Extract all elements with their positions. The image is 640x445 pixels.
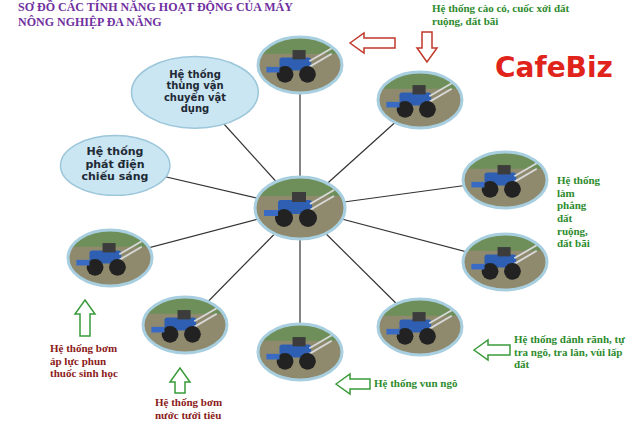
block-arrow: [474, 340, 510, 360]
machine-photo: [258, 324, 342, 380]
watermark: CafeBiz: [495, 52, 635, 84]
photo-ellipse: [143, 297, 227, 353]
photo-ellipse: [68, 230, 152, 286]
feature-label: Hệ thống bơm áp lực phun thuốc sinh học: [50, 342, 126, 380]
photo-ellipse: [258, 324, 342, 380]
machine-photo: [463, 234, 547, 290]
photo-ellipse: [378, 299, 462, 355]
block-arrow: [336, 374, 370, 394]
block-arrow: [417, 32, 437, 62]
block-arrow: [75, 300, 95, 336]
machine-photo: [378, 299, 462, 355]
machine-photo: [255, 178, 345, 238]
node-label: Hệ thống phát điện chiếu sáng: [79, 146, 151, 184]
pointer-arrows: [75, 32, 510, 394]
photo-ellipse: [258, 37, 342, 93]
ellipse-node: Hệ thống thùng vận chuyển vật dụng: [130, 55, 260, 130]
machine-photo: [258, 37, 342, 93]
machine-photo: [68, 230, 152, 286]
machine-photo: [378, 72, 462, 128]
photo-ellipse: [463, 152, 547, 208]
feature-label: Hệ thống vun ngô: [374, 377, 494, 390]
ellipse-node: Hệ thống phát điện chiếu sáng: [59, 134, 171, 197]
machine-photo: [143, 297, 227, 353]
node-label: Hệ thống thùng vận chuyển vật dụng: [153, 69, 237, 115]
photo-ellipse: [463, 234, 547, 290]
feature-label: Hệ thống làm phẳng đất ruộng, đất bãi: [557, 174, 601, 250]
photo-ellipse: [255, 177, 345, 239]
ellipse-shape: [132, 56, 259, 128]
feature-label: Hệ thống cào cỏ, cuốc xới đất ruộng, đất…: [432, 2, 582, 27]
ellipse-shape: [60, 135, 169, 195]
photo-ellipse: [378, 72, 462, 128]
photo-ellipses: [68, 37, 547, 380]
machine-photo: [463, 152, 547, 208]
feature-label: Hệ thống đánh rãnh, tự tra ngô, tra lân,…: [514, 333, 634, 371]
block-arrow: [350, 33, 395, 53]
diagram-title: SƠ ĐỒ CÁC TÍNH NĂNG HOẠT ĐỘNG CỦA MÁY NÔ…: [18, 0, 318, 30]
block-arrow: [170, 368, 190, 393]
feature-label: Hệ thống bơm nước tưới tiêu: [155, 396, 227, 421]
